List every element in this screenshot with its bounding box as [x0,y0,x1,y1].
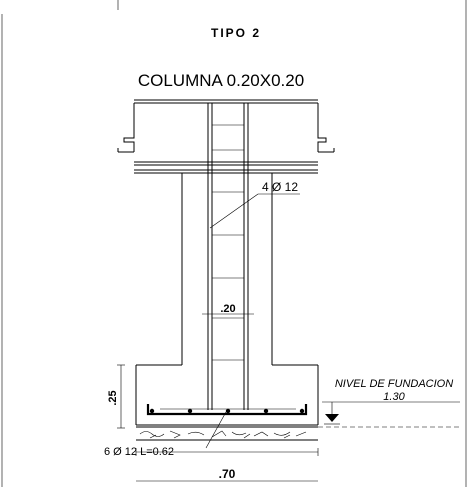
footing [135,364,319,426]
foundation-level-value: 1.30 [383,391,405,403]
footing-height-dimension [117,364,125,429]
top-beam [117,99,335,153]
footing-width-dimension [135,448,319,456]
footing-height-label: .25 [107,390,119,405]
column-title: COLUMNA 0.20X0.20 [138,71,304,90]
rebar-dot [225,408,231,414]
bottom-rebar [146,404,308,416]
lean-concrete-layer [136,426,318,441]
rebar-label: 4 Ø 12 [262,180,298,194]
bottom-rebar-leader [205,411,227,449]
foundation-level-label: NIVEL DE FUNDACION [335,378,453,390]
rebar-dot [299,408,305,414]
width-label: .20 [220,303,235,315]
rebar-dot [263,408,269,414]
column-core [207,103,249,410]
pedestal [134,172,318,365]
footing-width-label: .70 [219,467,236,481]
rebar-dot [187,408,193,414]
rebar-dot [149,408,155,414]
slab-lines [134,161,318,174]
foundation-level-marker [318,401,460,428]
rebar-leader [209,193,300,229]
type-label: TIPO 2 [211,26,261,40]
